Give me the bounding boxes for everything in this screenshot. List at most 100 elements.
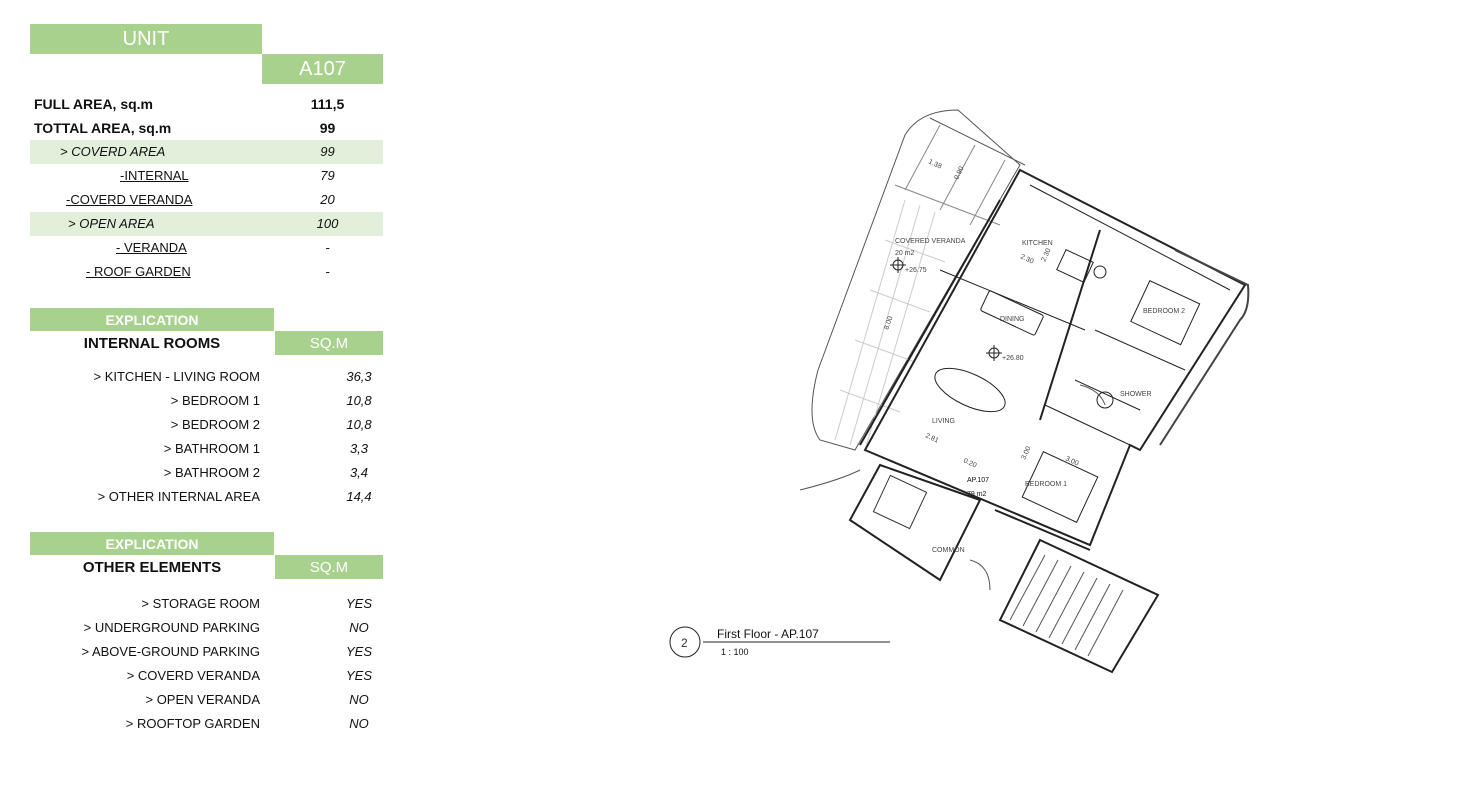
open-area-row: > OPEN AREA 100: [30, 212, 383, 236]
covered-veranda-label: -COVERD VERANDA: [66, 192, 193, 207]
door-icon: [969, 559, 991, 591]
internal-area-value: 79: [320, 168, 335, 183]
room-value: 3,3: [349, 441, 369, 456]
other-element-row: > STORAGE ROOM YES: [30, 592, 383, 616]
covered-area-row: > COVERD AREA 99: [30, 140, 383, 164]
room-label: > BEDROOM 2: [170, 417, 260, 432]
internal-area-label: -INTERNAL: [120, 168, 189, 183]
plan-dim: 0.20: [962, 457, 977, 469]
apartment-walls: [859, 168, 1247, 551]
element-label: > UNDERGROUND PARKING: [83, 620, 260, 635]
plan-label-bedroom-1: BEDROOM 1: [1025, 481, 1067, 488]
roof-garden-row: - ROOF GARDEN -: [30, 260, 383, 284]
common-area: [848, 463, 982, 582]
plan-dim: 0.90: [953, 165, 965, 180]
plan-dim: 3.00: [1020, 445, 1032, 460]
entrance-arc: [799, 469, 861, 491]
element-value: YES: [345, 596, 372, 611]
full-area-value: 111,5: [310, 96, 345, 112]
other-element-row: > ROOFTOP GARDEN NO: [30, 712, 383, 736]
covered-veranda-row: -COVERD VERANDA 20: [30, 188, 383, 212]
plan-label-bedroom-2: BEDROOM 2: [1143, 308, 1185, 315]
roof-garden-label: - ROOF GARDEN: [86, 264, 191, 279]
room-label: > BATHROOM 1: [163, 441, 260, 456]
element-label: > ABOVE-GROUND PARKING: [81, 644, 260, 659]
plan-label-veranda-area: 20 m2: [895, 250, 915, 257]
veranda-label: - VERANDA: [116, 240, 187, 255]
bed-1-icon: [1021, 450, 1099, 524]
drawing-title: First Floor - AP.107: [717, 627, 819, 641]
unit-header: UNIT: [30, 24, 262, 54]
element-value: NO: [349, 692, 369, 707]
plan-label-level-1: +26.75: [905, 267, 927, 274]
covered-veranda-value: 20: [320, 192, 335, 207]
covered-area-label: > COVERD AREA: [60, 144, 166, 159]
cooktop-icon: [1056, 249, 1094, 283]
stair-block: [998, 538, 1160, 674]
door-icon: [1079, 384, 1106, 406]
total-area-row: TOTTAL AREA, sq.m 99: [30, 116, 383, 140]
plan-dim: 2.30: [1019, 253, 1034, 265]
plan-label-covered-veranda: COVERED VERANDA: [895, 238, 966, 245]
plan-label-apartment: AP.107: [967, 477, 989, 484]
internal-room-row: > BATHROOM 1 3,3: [30, 437, 383, 461]
veranda-value: -: [325, 240, 330, 255]
total-area-value: 99: [319, 120, 336, 136]
other-element-row: > COVERD VERANDA YES: [30, 664, 383, 688]
plan-label-living: LIVING: [932, 418, 955, 425]
level-marker-icon: [890, 257, 906, 273]
bed-2-icon: [1130, 279, 1201, 346]
covered-area-value: 99: [320, 144, 335, 159]
floor-plan: COVERED VERANDA 20 m2 +26.75 KITCHEN DIN…: [669, 109, 1250, 674]
element-value: YES: [345, 668, 372, 683]
room-label: > OTHER INTERNAL AREA: [97, 489, 260, 504]
internal-explication-header: EXPLICATION: [30, 308, 274, 331]
internal-area-row: -INTERNAL 79: [30, 164, 383, 188]
other-element-row: > ABOVE-GROUND PARKING YES: [30, 640, 383, 664]
drawing-scale: 1 : 100: [721, 647, 749, 657]
room-value: 10,8: [346, 417, 372, 432]
other-explication-header: EXPLICATION: [30, 532, 274, 555]
total-area-label: TOTTAL AREA, sq.m: [34, 120, 172, 136]
element-label: > COVERD VERANDA: [126, 668, 260, 683]
plan-dim: 2.81: [924, 432, 939, 444]
open-area-value: 100: [316, 216, 339, 231]
element-label: > ROOFTOP GARDEN: [125, 716, 260, 731]
room-value: 10,8: [346, 393, 372, 408]
plan-dim: 3.00: [1064, 455, 1079, 467]
plan-label-apartment-area: 79 m2: [967, 491, 987, 498]
sink-icon: [1093, 265, 1107, 279]
plan-label-shower: SHOWER: [1120, 391, 1152, 398]
internal-room-row: > BEDROOM 2 10,8: [30, 413, 383, 437]
element-value: NO: [349, 716, 369, 731]
dining-table-icon: [980, 290, 1044, 336]
internal-rooms-title: INTERNAL ROOMS: [83, 334, 221, 352]
plan-label-common: COMMON: [932, 547, 965, 554]
plan-dim: 8.00: [883, 315, 894, 330]
level-marker-icon: [986, 345, 1002, 361]
plan-dim: 2.30: [1040, 247, 1052, 262]
element-value: YES: [345, 644, 372, 659]
shower-icon: [1096, 391, 1114, 409]
room-label: > BEDROOM 1: [170, 393, 260, 408]
room-label: > KITCHEN - LIVING ROOM: [93, 369, 261, 384]
view-number: 2: [681, 636, 688, 650]
veranda-hatch: [834, 199, 946, 451]
sofa-icon: [934, 367, 1006, 413]
view-number-circle: [669, 626, 701, 658]
plan-label-level-2: +26.80: [1002, 355, 1024, 362]
unit-code: A107: [262, 54, 383, 84]
element-label: > STORAGE ROOM: [141, 596, 260, 611]
element-label: > OPEN VERANDA: [145, 692, 260, 707]
roof-garden-value: -: [325, 264, 330, 279]
other-sqm-header: SQ.M: [275, 555, 383, 579]
internal-room-row: > BEDROOM 1 10,8: [30, 389, 383, 413]
full-area-label: FULL AREA, sq.m: [34, 96, 154, 112]
elevator-shaft: [872, 474, 928, 530]
room-label: > BATHROOM 2: [163, 465, 260, 480]
element-value: NO: [349, 620, 369, 635]
other-element-row: > OPEN VERANDA NO: [30, 688, 383, 712]
